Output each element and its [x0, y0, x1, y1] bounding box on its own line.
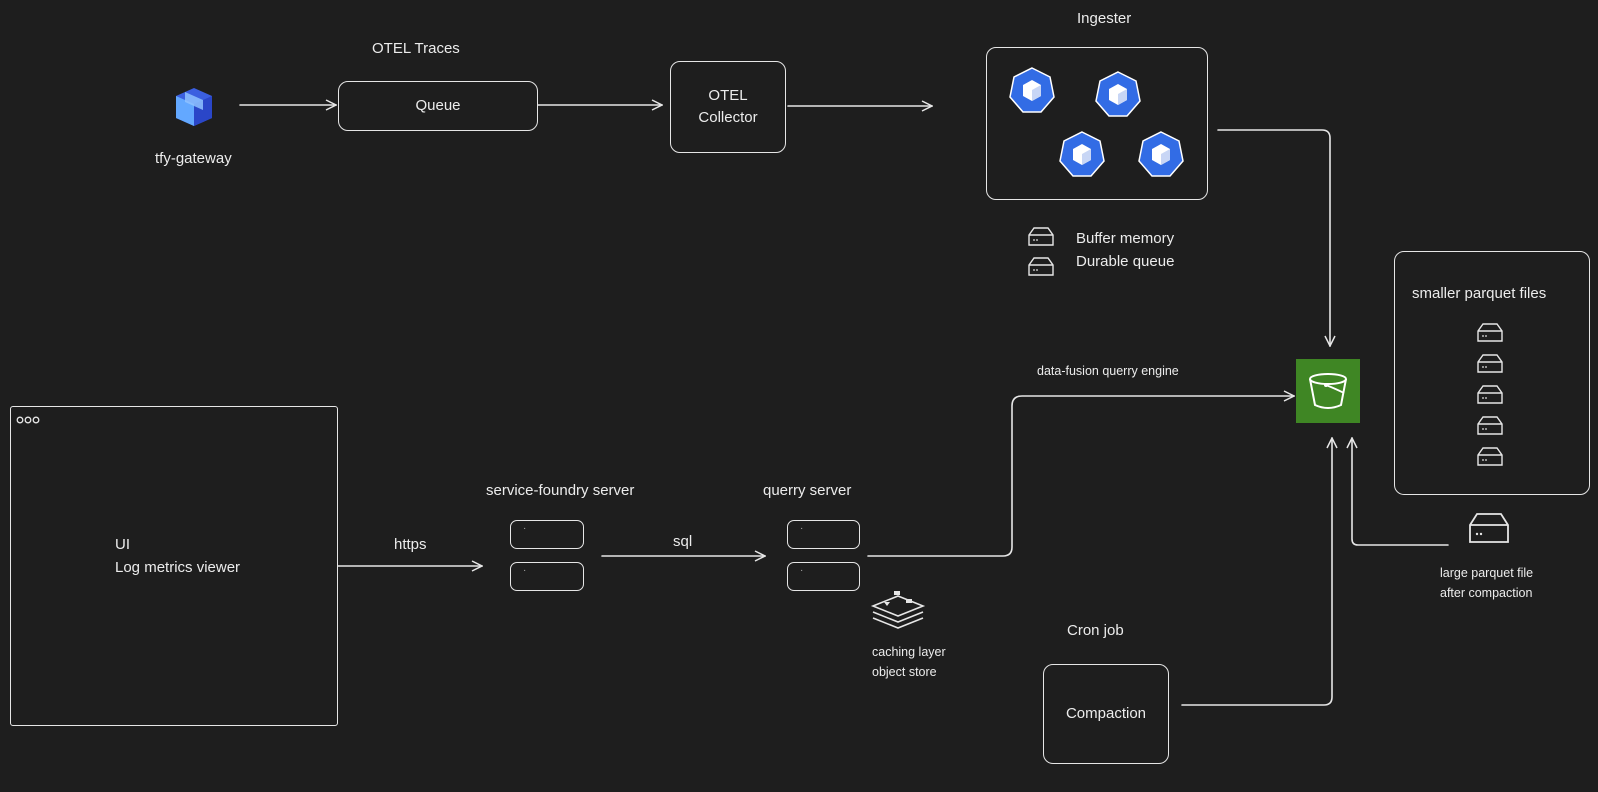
- cron-job-label: Cron job: [1067, 622, 1124, 639]
- browser-window-icon: [16, 412, 42, 430]
- disk-icon: [1475, 415, 1505, 442]
- large-parquet-label: large parquet file after compaction: [1440, 566, 1534, 600]
- arrow-ingester-to-bucket: [1217, 129, 1330, 346]
- disk-icon: [1026, 256, 1056, 283]
- gateway-label: tfy-gateway: [155, 150, 232, 167]
- arrow-querry-to-bucket: [867, 396, 1294, 557]
- sf-server-label: service-foundry server: [486, 482, 635, 499]
- sf-server-instance: [510, 520, 584, 549]
- disk-icon: [1466, 511, 1512, 552]
- ingester-label: Ingester: [1077, 10, 1132, 27]
- s3-bucket-icon: [1296, 359, 1360, 423]
- smaller-parquet-box: smaller parquet files: [1394, 251, 1590, 495]
- disk-icon: [1475, 446, 1505, 473]
- querry-server-instance: [787, 520, 860, 549]
- ingester-box: [986, 47, 1208, 200]
- arrow-compaction-to-bucket: [1181, 438, 1332, 706]
- buffer-memory-label: Buffer memory: [1076, 230, 1175, 247]
- sf-server-instance: [510, 562, 584, 591]
- sql-label: sql: [673, 533, 693, 550]
- otel-traces-label: OTEL Traces: [372, 40, 460, 57]
- ui-window: UI Log metrics viewer: [10, 406, 338, 726]
- disk-icon: [1475, 353, 1505, 380]
- arrow-large-parquet-to-bucket: [1352, 438, 1449, 546]
- pod-icon: [1058, 130, 1106, 183]
- disk-icon: [1026, 226, 1056, 253]
- pod-icon: [1137, 130, 1185, 183]
- datafusion-label: data-fusion querry engine: [1037, 364, 1179, 378]
- smaller-parquet-label: smaller parquet files: [1412, 285, 1547, 302]
- tfy-gateway-icon: [172, 84, 218, 130]
- compaction-box: Compaction: [1043, 664, 1169, 764]
- cache-stack-icon: [870, 590, 926, 637]
- ui-viewer-label: UI Log metrics viewer: [115, 536, 241, 576]
- disk-icon: [1475, 322, 1505, 349]
- caching-label: caching layer object store: [872, 645, 946, 679]
- querry-server-label: querry server: [763, 482, 852, 499]
- queue-box: Queue: [338, 81, 538, 131]
- otel-collector-label: OTEL Collector: [698, 87, 758, 126]
- https-label: https: [394, 536, 427, 553]
- pod-icon: [1094, 70, 1142, 123]
- durable-queue-label: Durable queue: [1076, 253, 1175, 270]
- disk-icon: [1475, 384, 1505, 411]
- querry-server-instance: [787, 562, 860, 591]
- compaction-label: Compaction: [1065, 705, 1147, 722]
- otel-collector-box: OTEL Collector: [670, 61, 786, 153]
- pod-icon: [1008, 66, 1056, 119]
- queue-label: Queue: [415, 97, 461, 114]
